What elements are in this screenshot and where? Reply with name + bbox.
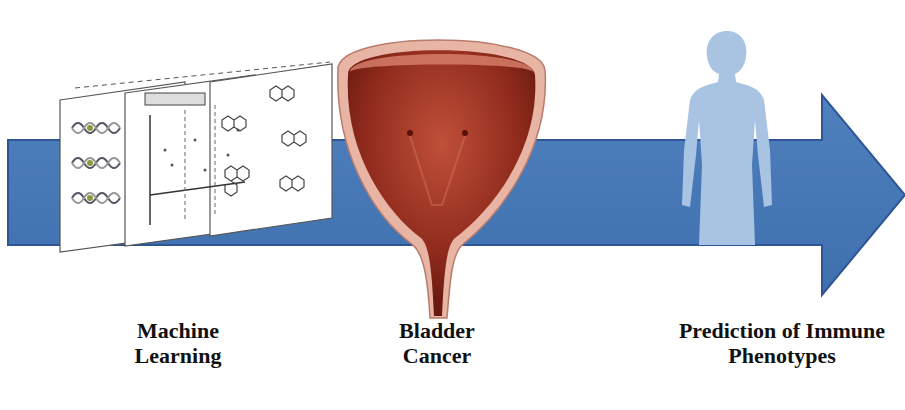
- ml-pages: [60, 62, 332, 252]
- caption-label: Bladder Cancer: [382, 318, 492, 369]
- caption-label: Machine Learning: [113, 318, 243, 369]
- caption-label: Prediction of Immune Phenotypes: [664, 318, 900, 369]
- human-silhouette: [682, 31, 772, 245]
- bladder-illustration: [338, 40, 546, 318]
